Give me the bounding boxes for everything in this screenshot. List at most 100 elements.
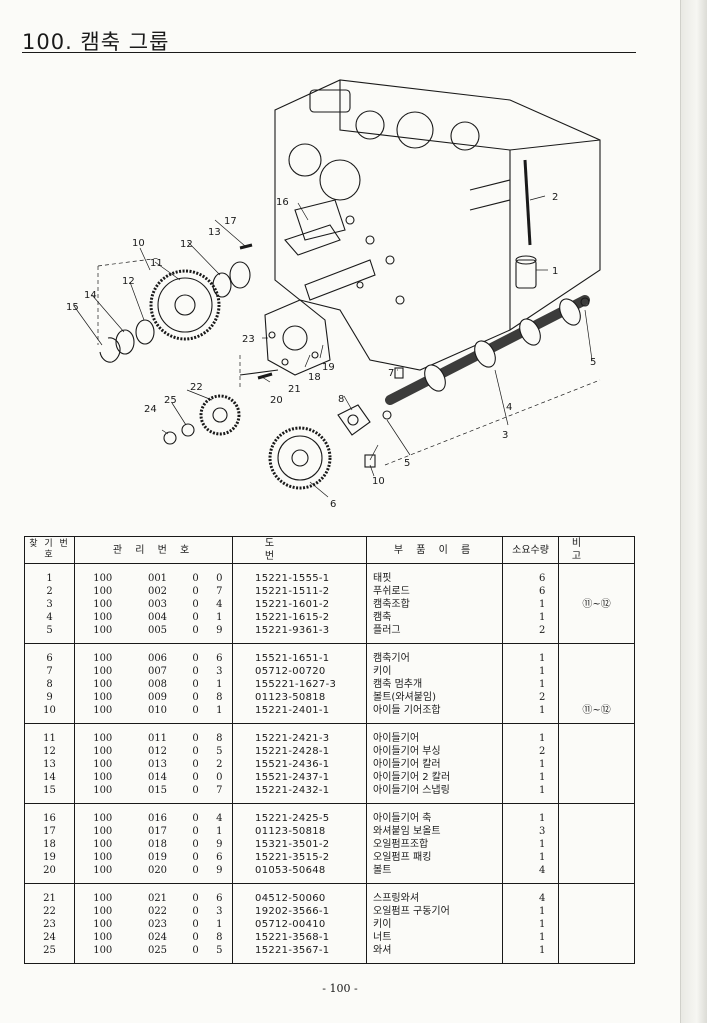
cell-part: 15221-2425-5 — [232, 803, 368, 825]
cell-m3: 0 — [192, 692, 199, 703]
cell-qty: 1 — [502, 803, 560, 825]
callout: 20 — [270, 395, 283, 406]
cell-m4: 0 — [206, 563, 234, 585]
cell-no: 21 — [24, 883, 75, 905]
cell-no: 22 — [24, 905, 75, 918]
idle-gear — [149, 269, 221, 341]
callout: 1 — [552, 266, 558, 277]
callout: 7 — [388, 368, 394, 379]
cell-name: 아이들 기어조합 — [366, 704, 504, 724]
cell-name: 와셔붙임 보올트 — [366, 825, 504, 838]
cell-m2: 012 — [147, 746, 168, 757]
push-rod — [523, 159, 532, 246]
callout: 16 — [276, 197, 289, 208]
cell-name: 스프링와셔 — [366, 883, 504, 905]
cell-name: 오일펌프 구동기어 — [366, 905, 504, 918]
cell-m4: 3 — [206, 665, 234, 678]
cell-remark: ⑪~⑫ — [558, 704, 636, 724]
oil-pump — [264, 299, 331, 376]
tappet — [515, 259, 537, 289]
callout: 19 — [322, 362, 335, 373]
cell-m1: 100 — [74, 678, 131, 691]
cell-remark — [558, 784, 636, 804]
cell-no: 9 — [24, 691, 75, 704]
cell-name: 아이들기어 스냅링 — [366, 784, 504, 804]
callout: 15 — [66, 302, 79, 313]
cell-m4: 1 — [206, 704, 234, 724]
cell-m4: 6 — [206, 851, 234, 864]
cell-remark — [558, 643, 636, 665]
callout: 3 — [502, 430, 508, 441]
cell-m4: 5 — [206, 745, 234, 758]
cell-m2: 007 — [147, 666, 168, 677]
cell-remark — [558, 611, 636, 624]
camshaft-gear — [268, 426, 332, 490]
cell-m1: 100 — [74, 665, 131, 678]
cell-no: 2 — [24, 585, 75, 598]
cell-part: 05712-00720 — [232, 665, 368, 678]
cell-part: 15221-1615-2 — [232, 611, 368, 624]
cell-name: 캠축조합 — [366, 598, 504, 611]
cell-name: 아이들기어 — [366, 723, 504, 745]
cell-part: 01053-50648 — [232, 864, 368, 884]
cell-name: 오일펌프조합 — [366, 838, 504, 851]
cell-m3: 0 — [192, 612, 199, 623]
cell-m2: 024 — [147, 932, 168, 943]
cell-m1: 100 — [74, 918, 131, 931]
cell-m2: 002 — [147, 586, 168, 597]
camshaft — [385, 295, 590, 405]
cell-part: 15221-2401-1 — [232, 704, 368, 724]
cell-qty: 1 — [502, 931, 560, 944]
table-header: 찾 기 번 호 관 리 번 호 도 번 부 품 이 름 소요수량 비 고 — [24, 536, 636, 564]
cell-m4: 8 — [206, 723, 234, 745]
cell-m4: 9 — [206, 624, 234, 644]
cell-no: 25 — [24, 944, 75, 964]
title-rule — [22, 52, 636, 53]
header-mgmt: 관 리 번 호 — [73, 536, 234, 564]
cell-remark — [558, 803, 636, 825]
cell-part: 15521-2437-1 — [232, 771, 368, 784]
cell-name: 아이들기어 축 — [366, 803, 504, 825]
cell-part: 04512-50060 — [232, 883, 368, 905]
cell-name: 플러그 — [366, 624, 504, 644]
cell-qty: 1 — [502, 905, 560, 918]
callout: 10 — [372, 476, 385, 487]
callout: 2 — [552, 192, 558, 203]
cell-name: 볼트(와셔붙임) — [366, 691, 504, 704]
cell-m2: 019 — [147, 852, 168, 863]
cell-no: 10 — [24, 704, 75, 724]
callout: 21 — [288, 384, 301, 395]
cell-m1: 100 — [74, 803, 131, 825]
cell-no: 4 — [24, 611, 75, 624]
cell-no: 6 — [24, 643, 75, 665]
cell-m3: 0 — [184, 784, 207, 804]
header-qty: 소요수량 — [502, 536, 560, 564]
cell-m3: 0 — [192, 653, 199, 664]
callout: 4 — [506, 402, 512, 413]
cell-m4: 2 — [206, 758, 234, 771]
cell-part: 15221-1511-2 — [232, 585, 368, 598]
cell-remark — [558, 864, 636, 884]
callout: 24 — [144, 404, 157, 415]
cell-m2: 008 — [147, 679, 168, 690]
cell-no: 20 — [24, 864, 75, 884]
cell-m4: 1 — [206, 678, 234, 691]
cell-qty: 3 — [502, 825, 560, 838]
cell-remark — [558, 931, 636, 944]
cell-name: 캠축 멈추개 — [366, 678, 504, 691]
